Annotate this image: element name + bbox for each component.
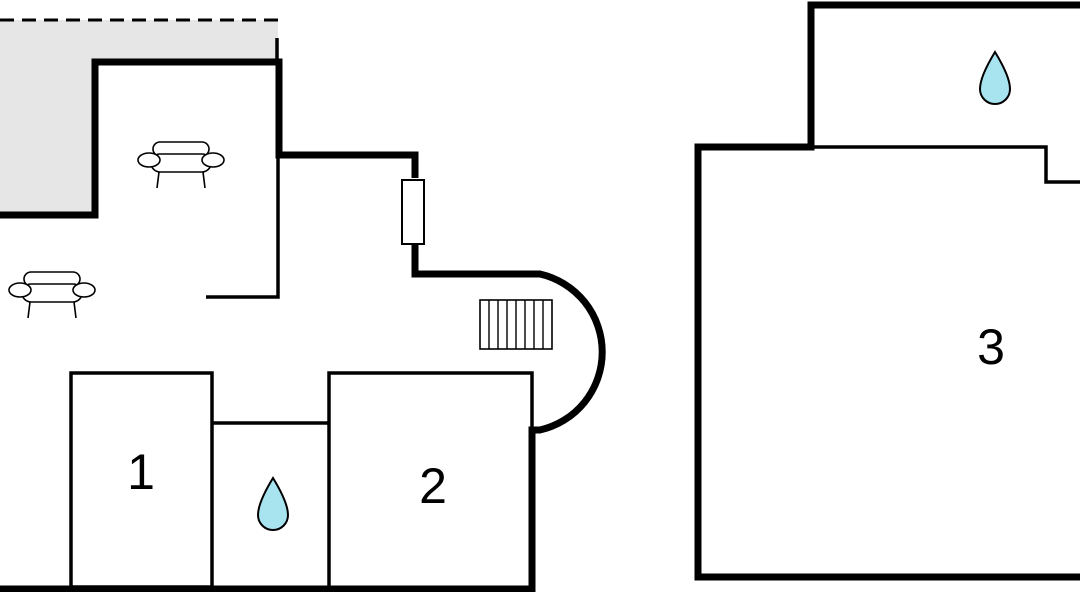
room-2 — [327, 371, 534, 587]
terrace-area — [0, 18, 278, 215]
stairs-icon — [479, 299, 553, 350]
left-unit-walls — [0, 38, 606, 592]
right-unit-walls — [694, 1, 1080, 581]
room-3-label: 3 — [977, 319, 1005, 375]
room-1 — [69, 371, 214, 589]
water-drop-icon — [256, 476, 290, 531]
room-2-label: 2 — [419, 458, 447, 514]
armchair-icon — [137, 141, 225, 189]
door-icon — [401, 179, 425, 245]
room-1-label: 1 — [127, 444, 155, 500]
armchair-icon — [8, 271, 96, 319]
water-drop-icon — [978, 50, 1012, 105]
